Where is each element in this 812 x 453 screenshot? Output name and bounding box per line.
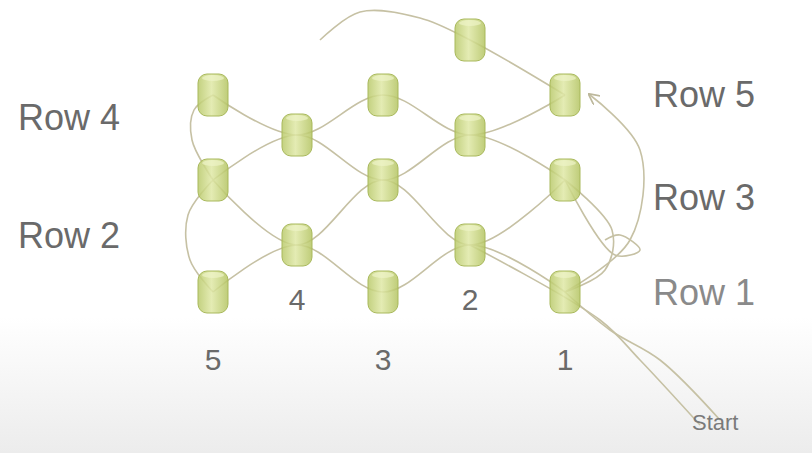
bead-body: [550, 159, 580, 201]
row-label: Row 4: [18, 100, 120, 136]
bead-body: [368, 159, 398, 201]
bead-body: [455, 19, 485, 61]
bead-hole: [554, 160, 576, 166]
thread-line: [470, 245, 700, 425]
bead: [550, 159, 580, 201]
bead-body: [550, 74, 580, 116]
column-number: 2: [462, 285, 479, 315]
column-number: 5: [205, 345, 222, 375]
bead-hole: [202, 272, 224, 278]
bead-hole: [286, 115, 308, 121]
bead-hole: [202, 160, 224, 166]
column-number: 4: [289, 285, 306, 315]
bead-hole: [372, 272, 394, 278]
row-label: Row 5: [653, 77, 755, 113]
bead-body: [282, 114, 312, 156]
bead-hole: [459, 20, 481, 26]
bead: [368, 159, 398, 201]
bead-hole: [372, 75, 394, 81]
bead-hole: [554, 272, 576, 278]
bead-hole: [459, 225, 481, 231]
bead-body: [198, 159, 228, 201]
row-label: Row 3: [653, 180, 755, 216]
bead: [368, 271, 398, 313]
bead: [550, 271, 580, 313]
bead: [455, 19, 485, 61]
thread-line: [320, 10, 565, 95]
bead: [455, 224, 485, 266]
row-label: Row 1: [653, 275, 755, 311]
bead-body: [282, 224, 312, 266]
bead-body: [455, 224, 485, 266]
bead: [198, 159, 228, 201]
bead: [368, 74, 398, 116]
column-number: 1: [557, 345, 574, 375]
bead-hole: [459, 115, 481, 121]
bead-body: [198, 271, 228, 313]
bead-hole: [202, 75, 224, 81]
bead-body: [368, 74, 398, 116]
bead: [455, 114, 485, 156]
bead: [550, 74, 580, 116]
column-number: 3: [375, 345, 392, 375]
bead-body: [550, 271, 580, 313]
bead: [282, 224, 312, 266]
bead: [198, 271, 228, 313]
bead-body: [455, 114, 485, 156]
start-label: Start: [692, 412, 738, 434]
bead-hole: [372, 160, 394, 166]
row-label: Row 2: [18, 218, 120, 254]
bead: [282, 114, 312, 156]
bead-body: [198, 74, 228, 116]
bead: [198, 74, 228, 116]
bead-hole: [286, 225, 308, 231]
thread: [186, 10, 720, 425]
beads: [198, 19, 580, 313]
bead-hole: [554, 75, 576, 81]
bead-body: [368, 271, 398, 313]
